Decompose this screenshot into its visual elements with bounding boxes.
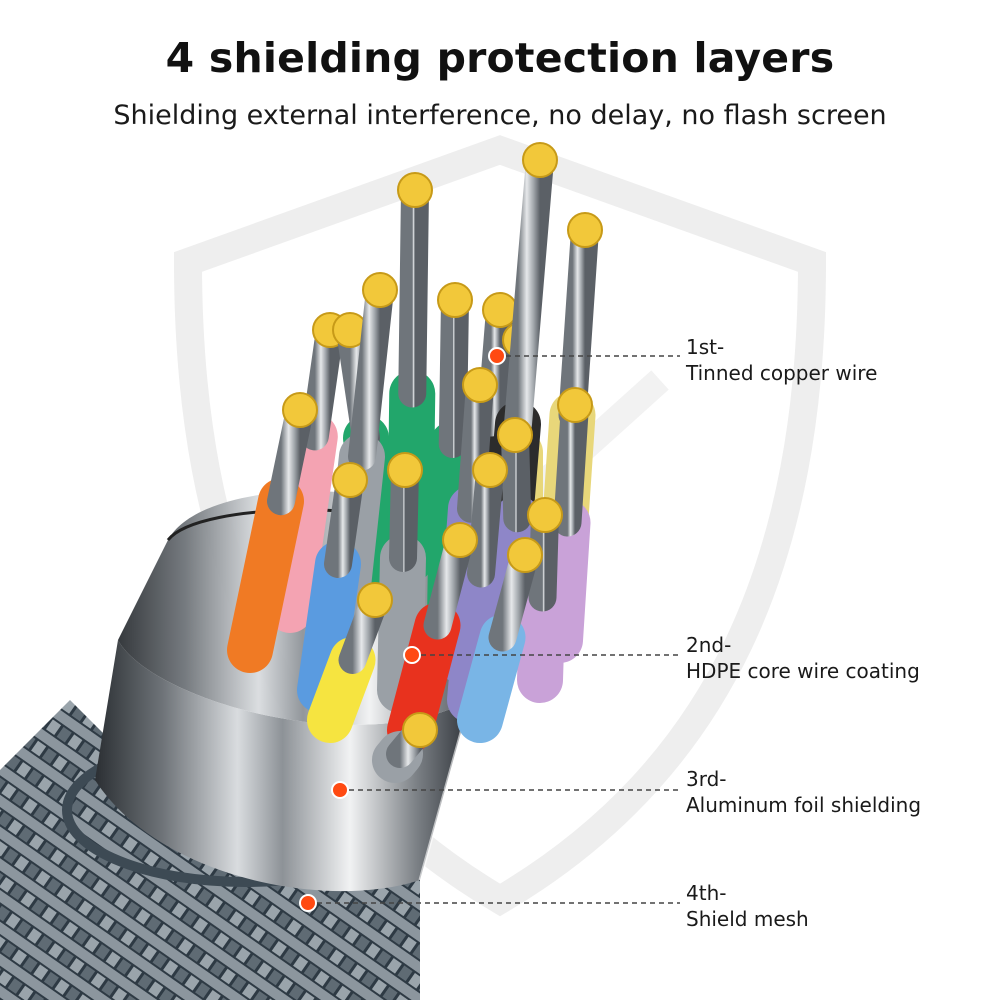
copper-strand-end (397, 172, 433, 208)
page-title: 4 shielding protection layers (165, 34, 835, 82)
marker-dot-4 (299, 894, 317, 912)
layer-label-3: 3rd- Aluminum foil shielding (686, 766, 921, 818)
copper-strand-end (527, 497, 563, 533)
copper-strand-end (437, 282, 473, 318)
copper-strand-end (462, 367, 498, 403)
wire-insulation (387, 602, 461, 753)
layer-label-1: 1st- Tinned copper wire (686, 334, 877, 386)
wire-insulation (267, 413, 338, 633)
wire-insulation (297, 541, 361, 713)
marker-dot-3 (331, 781, 349, 799)
wire-conductor (558, 216, 599, 429)
layer-number: 1st- (686, 335, 725, 359)
core-wires (227, 142, 603, 783)
wire-conductor (438, 286, 469, 458)
copper-strand-end (442, 522, 478, 558)
wire-insulation (227, 478, 304, 673)
copper-strand-end (387, 452, 423, 488)
layer-name: HDPE core wire coating (686, 659, 920, 683)
layer-name: Shield mesh (686, 907, 809, 931)
copper-strand-end (507, 537, 543, 573)
layer-number: 3rd- (686, 767, 727, 791)
layer-label-2: 2nd- HDPE core wire coating (686, 632, 920, 684)
layer-number: 2nd- (686, 633, 732, 657)
marker-dot-2 (403, 646, 421, 664)
copper-strand-end (557, 387, 593, 423)
copper-strand-end (357, 582, 393, 618)
page-subtitle: Shielding external interference, no dela… (113, 100, 887, 131)
wire-conductor (504, 146, 554, 438)
layer-label-4: 4th- Shield mesh (686, 880, 809, 932)
shield-watermark-icon (173, 135, 827, 917)
layer-number: 4th- (686, 881, 727, 905)
layer-name: Aluminum foil shielding (686, 793, 922, 817)
layer-name: Tinned copper wire (686, 361, 878, 385)
wire-insulation (457, 614, 526, 743)
wire-conductor (348, 276, 394, 471)
copper-strand-end (402, 712, 438, 748)
wire-conductor (553, 391, 589, 537)
copper-strand-end (332, 462, 368, 498)
copper-strand-end (522, 142, 558, 178)
leader-lines (308, 355, 680, 904)
copper-strand-end (362, 272, 398, 308)
copper-strand-end (282, 392, 318, 428)
markers (299, 347, 506, 912)
copper-strand-end (482, 292, 518, 328)
marker-dot-1 (488, 347, 506, 365)
copper-strand-end (472, 452, 508, 488)
wire-insulation (377, 535, 426, 713)
wire-conductor (398, 176, 429, 408)
copper-strand-end (497, 417, 533, 453)
copper-strand-end (567, 212, 603, 248)
wire-conductor (457, 371, 494, 523)
